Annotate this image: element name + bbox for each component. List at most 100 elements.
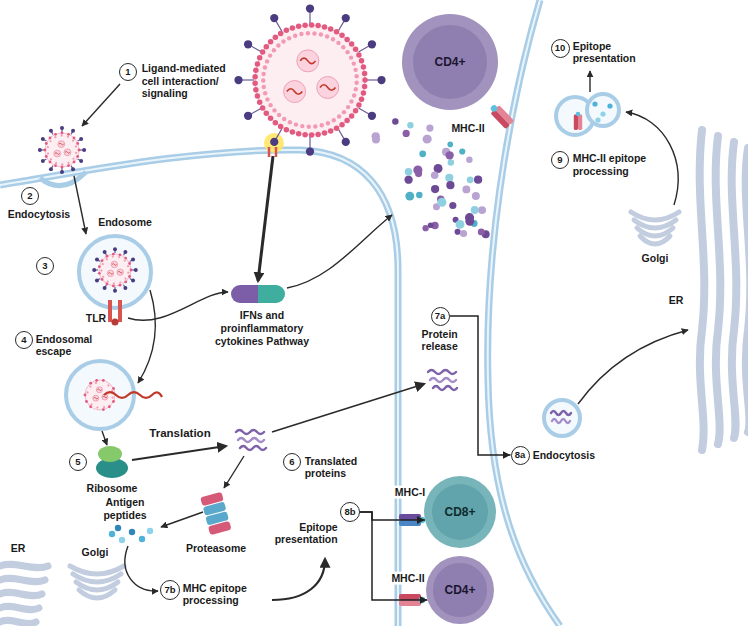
- lipid-head: [334, 125, 340, 131]
- lipid-head: [322, 24, 328, 30]
- cytokine: [445, 174, 453, 182]
- callout-number: 4: [21, 335, 26, 345]
- cytokine: [426, 124, 433, 131]
- lipid-head: [264, 111, 270, 117]
- lipid-head: [55, 162, 57, 164]
- lipid-head: [260, 49, 266, 55]
- part-label: ER: [669, 294, 684, 307]
- step-label: MHC-II epitope processing: [573, 152, 661, 178]
- cytokine: [449, 202, 456, 209]
- step-marker: 10Epitope presentation: [551, 39, 570, 58]
- lipid-head: [106, 282, 109, 285]
- connector-arrow: [360, 512, 425, 520]
- lipid-head: [352, 61, 356, 65]
- lipid-head: [102, 408, 105, 411]
- antigen-peptide: [115, 525, 121, 531]
- lipid-head: [101, 259, 104, 262]
- vesicle: [544, 400, 580, 436]
- lipid-nanoparticle: [38, 126, 86, 174]
- flow-arrow: [161, 512, 203, 527]
- er-sheet: [700, 130, 705, 450]
- lipid-head: [273, 35, 279, 41]
- ligand-head: [71, 167, 75, 171]
- lipid-head: [299, 32, 303, 36]
- flow-arrow: [128, 292, 228, 320]
- cargo-vesicle: [297, 50, 319, 72]
- lipid-head: [89, 405, 92, 408]
- ligand-head: [41, 137, 45, 141]
- flow-arrow: [224, 456, 244, 488]
- protein-chain: [433, 386, 457, 390]
- step-label: MHC epitope processing: [183, 582, 265, 608]
- lipid-head: [288, 120, 292, 124]
- cargo-vesicle: [64, 149, 71, 156]
- step-marker: 7aProtein release: [431, 307, 450, 326]
- label-box: MHC-II: [451, 122, 484, 135]
- lipid-head: [268, 53, 272, 57]
- ligand-head: [123, 286, 127, 290]
- label-box: MHC-II epitope processing: [573, 152, 661, 178]
- cytokine: [478, 206, 486, 214]
- label-box: Epitope presentation: [262, 521, 338, 547]
- label-box: Translated proteins: [305, 455, 377, 481]
- lipid-head: [349, 113, 355, 119]
- lipid-head: [89, 382, 92, 385]
- lipid-head: [84, 394, 87, 397]
- flow-arrow: [74, 176, 86, 234]
- lipid-head: [90, 403, 92, 405]
- lipid-head: [86, 391, 88, 393]
- lipid-head: [359, 58, 365, 64]
- part-label: TLR: [86, 312, 106, 325]
- cytokine: [431, 171, 439, 179]
- lipid-head: [103, 406, 105, 408]
- antigen-peptide: [595, 117, 600, 122]
- ligand-head: [79, 159, 83, 163]
- flow-arrow: [272, 384, 424, 432]
- mrna-cargo: [118, 271, 122, 273]
- lipid-head: [67, 136, 69, 138]
- part-label: MHC-II: [389, 572, 426, 585]
- golgi-cisterna: [640, 236, 670, 244]
- step-label: Endocytosis: [533, 449, 613, 462]
- flow-arrow: [272, 559, 325, 600]
- mhc-chain: [578, 115, 582, 130]
- lipid-head: [284, 127, 290, 133]
- lipid-head: [344, 118, 350, 124]
- lipid-head: [72, 158, 74, 160]
- mrna-cargo: [320, 85, 335, 91]
- ligand-head: [71, 129, 75, 133]
- epitope: [489, 104, 498, 113]
- label-box: Epitope presentation: [573, 40, 645, 66]
- step-label: Endocytosis: [8, 208, 88, 221]
- cargo-vesicle: [117, 269, 123, 275]
- label-box: TLR: [86, 312, 106, 325]
- cytokine: [413, 165, 422, 174]
- lipid-head: [124, 277, 126, 279]
- lipid-head: [112, 285, 115, 288]
- ligand-head: [49, 129, 53, 133]
- part-label: Proteasome: [186, 542, 246, 555]
- membrane-cup: [40, 172, 86, 186]
- part-label: Translation: [149, 426, 210, 440]
- connector-arrow: [360, 512, 428, 600]
- cytokine: [471, 206, 479, 214]
- lipid-head: [255, 93, 261, 99]
- protein-chain: [236, 430, 264, 434]
- lipid-head: [272, 108, 276, 112]
- cytokine: [422, 225, 428, 231]
- mrna-cargo: [103, 396, 107, 398]
- antigen-peptide: [109, 531, 115, 537]
- er-sheet: [716, 136, 721, 444]
- cargo-vesicle: [317, 76, 339, 98]
- lipid-head: [306, 31, 310, 35]
- ligand-head: [82, 148, 86, 152]
- er-sheet: [0, 620, 36, 623]
- cytokine: [445, 151, 453, 159]
- lipid-head: [100, 269, 102, 271]
- lipid-head: [272, 48, 276, 52]
- lipid-head: [124, 280, 127, 283]
- callout-number: 8a: [515, 450, 526, 460]
- ligand-head: [60, 126, 64, 130]
- pill-half: [258, 285, 285, 303]
